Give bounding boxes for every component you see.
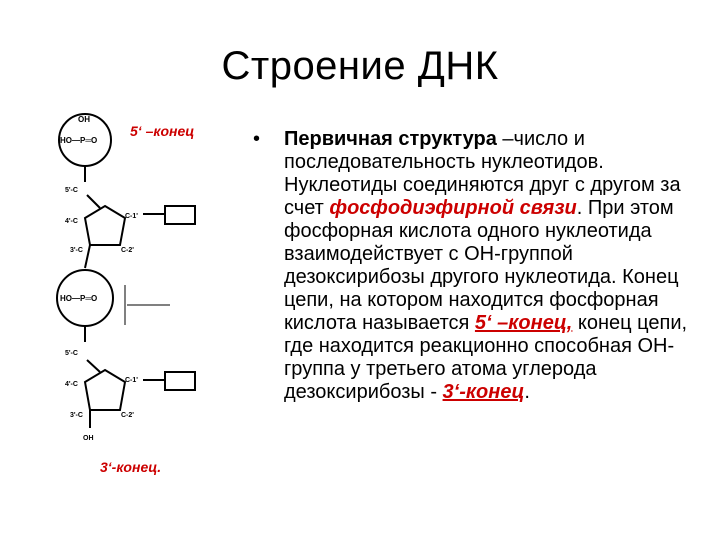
- bullet-marker: •: [253, 128, 261, 150]
- highlight-3-end: 3‘-конец: [442, 381, 525, 403]
- phosphate-label-mid: HO—P═O: [60, 294, 97, 303]
- label-3-end: 3‘-конец.: [100, 459, 162, 475]
- phosphate-label-top: HO—P═O: [60, 136, 97, 145]
- label-5-end: 5‘ –конец: [130, 123, 195, 139]
- base-box-top: [164, 205, 196, 225]
- phosphate-oh-top: OH: [78, 115, 90, 124]
- sugar-ring-bottom: [83, 368, 127, 411]
- svg-text:4'-C: 4'-C: [65, 381, 78, 388]
- hydroxyl-bottom: OH: [83, 435, 94, 442]
- bold-lead: Первичная структура: [284, 128, 497, 150]
- svg-text:4'-C: 4'-C: [65, 218, 78, 225]
- svg-text:3'-C: 3'-C: [70, 247, 83, 254]
- base-box-bottom: [164, 371, 196, 391]
- bullet-text: Первичная структура –число и последовате…: [284, 128, 688, 403]
- highlight-phosphodiester: фосфодиэфирной связи: [329, 197, 577, 219]
- atom-5c-bottom: 5'-C: [65, 350, 78, 357]
- highlight-5-end: 5‘ –конец,: [474, 312, 573, 334]
- dna-structure-diagram: OH HO—P═O 5'-C 4'-C C-1' 3'-C C-2' HO—P═…: [56, 113, 196, 442]
- svg-text:C-1': C-1': [125, 377, 138, 384]
- svg-text:3'-C: 3'-C: [70, 412, 83, 419]
- atom-5c-top: 5'-C: [65, 187, 78, 194]
- sugar-ring-top: [83, 204, 127, 246]
- svg-text:C-2': C-2': [121, 247, 134, 254]
- page-title: Строение ДНК: [221, 44, 499, 88]
- svg-text:C-1': C-1': [125, 213, 138, 220]
- svg-text:C-2': C-2': [121, 412, 134, 419]
